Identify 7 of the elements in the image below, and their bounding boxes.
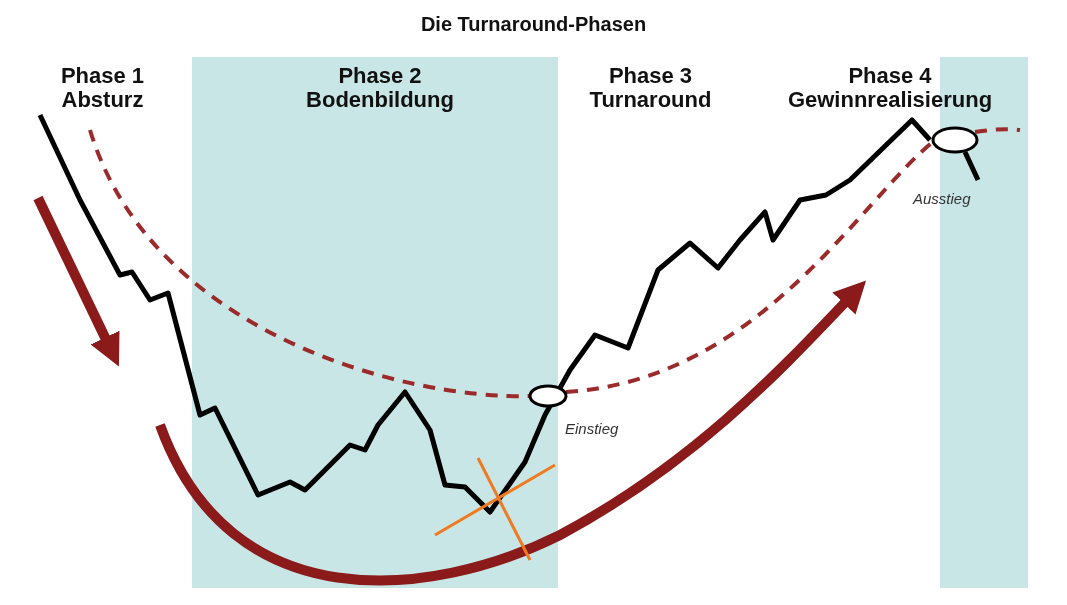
exit-label: Ausstieg [913, 190, 971, 207]
phase-heading: Phase 1 Absturz [59, 64, 146, 112]
phase-heading: Phase 2 Bodenbildung [305, 64, 455, 112]
chart-title: Die Turnaround-Phasen [419, 12, 648, 36]
phase-heading: Phase 4 Gewinnrealisierung [786, 64, 994, 112]
entry-label: Einstieg [565, 420, 619, 437]
phase-heading: Phase 3 Turnaround [588, 64, 713, 112]
